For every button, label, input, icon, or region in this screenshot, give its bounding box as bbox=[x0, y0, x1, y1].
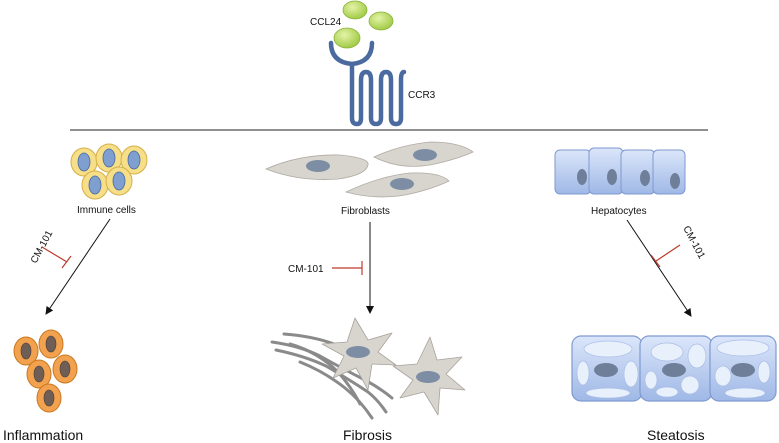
steatosis-label: Steatosis bbox=[647, 427, 705, 443]
myofibroblast-icon bbox=[392, 336, 466, 416]
hepatocyte-icon bbox=[554, 149, 592, 195]
inhibitor-icon bbox=[41, 246, 72, 269]
inflamed-cell-icon bbox=[36, 383, 62, 413]
fibroblast-icon bbox=[373, 141, 474, 167]
steatotic-hepatocyte-icon bbox=[571, 335, 643, 402]
hepatocyte-icon bbox=[620, 149, 656, 195]
fibroblast-icon bbox=[264, 154, 369, 180]
cm101-label-immune: CM-101 bbox=[29, 228, 56, 265]
immune-cell-icon bbox=[105, 166, 133, 196]
immune-cell-icon bbox=[120, 145, 148, 175]
steatotic-hepatocyte-icon bbox=[709, 335, 777, 402]
hepatocyte-icon bbox=[588, 147, 624, 195]
inhibitor-icon bbox=[650, 244, 681, 268]
hepatocyte-icon bbox=[652, 149, 686, 195]
hepatocytes-to-steatosis-arrow bbox=[626, 219, 692, 317]
steatotic-hepatocyte-icon bbox=[639, 335, 713, 402]
inflamed-cells-cluster bbox=[13, 329, 78, 413]
immune-cell-icon bbox=[70, 147, 98, 177]
inflamed-cell-icon bbox=[38, 329, 64, 359]
inflammation-label: Inflammation bbox=[3, 427, 83, 443]
ccr3-receptor bbox=[328, 40, 407, 127]
ccl24-label: CCL24 bbox=[310, 17, 342, 28]
immune-cells-label: Immune cells bbox=[77, 205, 136, 216]
ccl24-ligand-icon bbox=[333, 27, 361, 49]
immune-to-inflammation-arrow bbox=[45, 218, 111, 315]
fibroblasts-label: Fibroblasts bbox=[341, 206, 390, 217]
immune-cells-cluster bbox=[70, 143, 148, 200]
inhibitor-icon bbox=[332, 261, 363, 275]
inflamed-cell-icon bbox=[26, 359, 52, 389]
inflamed-cell-icon bbox=[52, 354, 78, 384]
immune-cell-icon bbox=[81, 170, 109, 200]
fibroblast-icon bbox=[344, 172, 450, 198]
ccl24-ligand-icon bbox=[342, 0, 368, 20]
ccr3-label: CCR3 bbox=[408, 90, 436, 101]
myofibroblast-icon bbox=[321, 317, 397, 391]
ccl24-ligand-icon bbox=[368, 11, 394, 31]
fibrosis-label: Fibrosis bbox=[343, 427, 392, 443]
fibroblasts-cluster bbox=[264, 141, 474, 198]
cm101-label-hepatocytes: CM-101 bbox=[680, 224, 707, 261]
ccr3-transmembrane-icon bbox=[349, 61, 407, 127]
steatotic-hepatocytes bbox=[571, 335, 777, 402]
hepatocytes-label: Hepatocytes bbox=[591, 206, 647, 217]
ccl24-ligand-group: CCL24 bbox=[310, 0, 394, 49]
hepatocytes-cluster bbox=[554, 147, 686, 195]
cm101-label-fibroblasts: CM-101 bbox=[288, 264, 324, 275]
inflamed-cell-icon bbox=[13, 336, 39, 366]
